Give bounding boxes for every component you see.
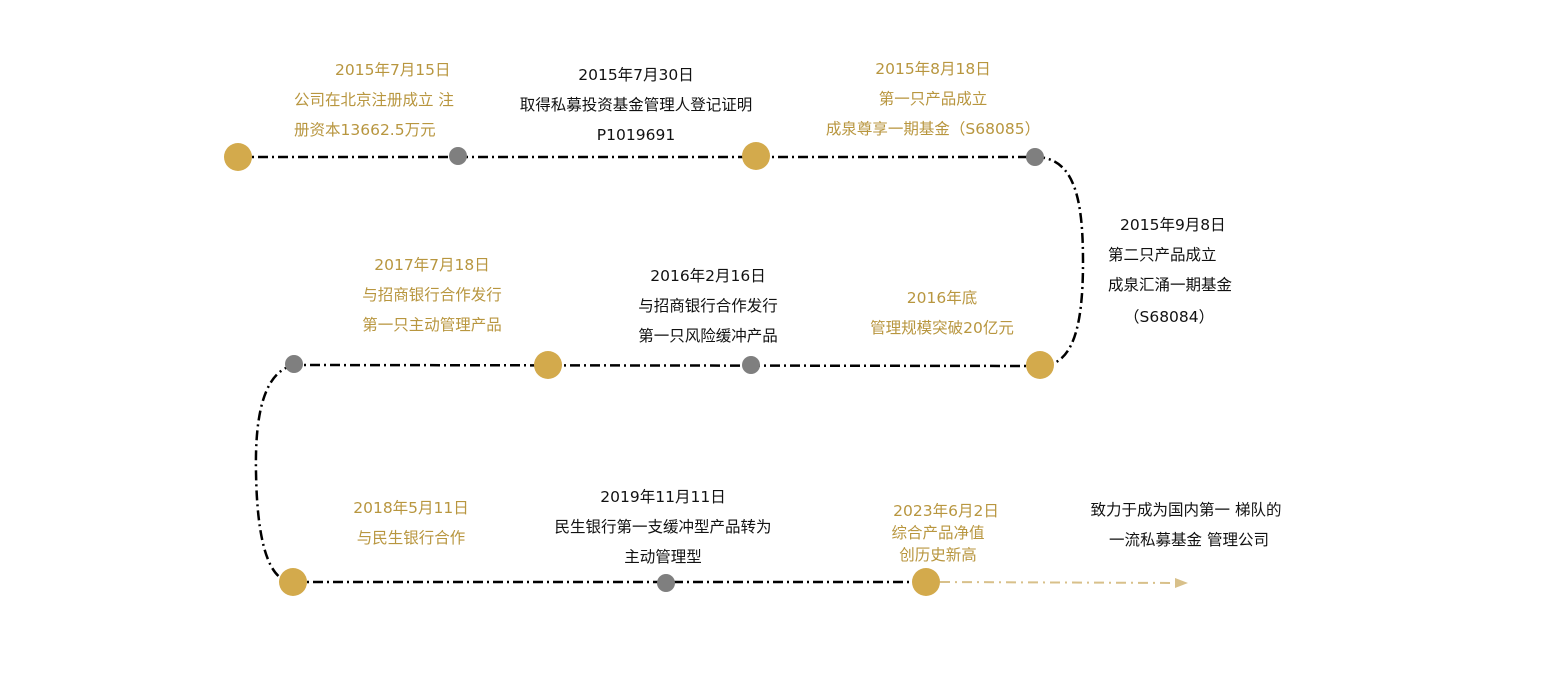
node-grey	[449, 147, 467, 165]
event-date: 2018年5月11日	[353, 499, 469, 517]
event-code: （S68084）	[1124, 308, 1215, 326]
event-2017-07-18: 2017年7月18日 与招商银行合作发行 第一只主动管理产品	[332, 250, 532, 340]
event-text: 创历史新高	[899, 546, 977, 564]
event-2018-05-11: 2018年5月11日 与民生银行合作	[316, 493, 506, 553]
node-grey	[742, 356, 760, 374]
event-date: 2015年7月30日	[578, 66, 694, 84]
event-date: 2017年7月18日	[374, 256, 490, 274]
event-text: 第一只主动管理产品	[362, 316, 502, 334]
event-text: 第一只风险缓冲产品	[638, 327, 778, 345]
event-2023-06-02: 2023年6月2日 综合产品净值 创历史新高	[858, 500, 1018, 566]
event-text: 第一只产品成立	[878, 90, 988, 108]
node-grey	[1026, 148, 1044, 166]
node-grey	[285, 355, 303, 373]
node-gold	[1026, 351, 1054, 379]
event-date: 2015年8月18日	[875, 60, 991, 78]
node-gold	[742, 142, 770, 170]
event-2019-11-11: 2019年11月11日 民生银行第一支缓冲型产品转为 主动管理型	[528, 482, 798, 572]
node-gold	[224, 143, 252, 171]
node-grey	[657, 574, 675, 592]
event-date: 2016年2月16日	[650, 267, 766, 285]
event-text: 综合产品净值	[891, 524, 985, 542]
event-date: 2019年11月11日	[600, 488, 726, 506]
future-arrow-line	[939, 581, 1181, 584]
event-text: 与招商银行合作发行	[638, 297, 778, 315]
event-text: 公司在北京注册成立 注	[294, 91, 454, 109]
event-text: 取得私募投资基金管理人登记证明	[519, 96, 753, 114]
event-text: 成泉尊享一期基金（S68085）	[825, 120, 1041, 138]
timeline-left-curve	[254, 363, 295, 584]
timeline-row2-line	[293, 363, 1041, 368]
event-date: 2015年9月8日	[1120, 216, 1226, 234]
future-arrow-head	[1175, 578, 1188, 588]
event-date: 2015年7月15日	[335, 61, 451, 79]
event-date: 2016年底	[906, 289, 978, 307]
node-gold	[912, 568, 940, 596]
node-gold	[534, 351, 562, 379]
event-text: P1019691	[596, 126, 676, 144]
event-text: 主动管理型	[624, 548, 702, 566]
event-2015-08-18: 2015年8月18日 第一只产品成立 成泉尊享一期基金（S68085）	[808, 54, 1058, 144]
event-2015-09-08: 2015年9月8日 第二只产品成立 成泉汇涌一期基金 （S68084）	[1108, 210, 1232, 332]
node-gold	[279, 568, 307, 596]
event-2015-07-30: 2015年7月30日 取得私募投资基金管理人登记证明 P1019691	[486, 60, 786, 150]
event-text: 与民生银行合作	[356, 529, 466, 547]
event-2016-end: 2016年底 管理规模突破20亿元	[842, 283, 1042, 343]
event-2016-02-16: 2016年2月16日 与招商银行合作发行 第一只风险缓冲产品	[603, 261, 813, 351]
goal-line: 致力于成为国内第一 梯队的	[1090, 501, 1282, 519]
event-2015-07-15: 2015年7月15日 公司在北京注册成立 注 册资本13662.5万元	[294, 55, 454, 145]
event-text: 册资本13662.5万元	[294, 121, 436, 139]
goal-line: 一流私募基金 管理公司	[1109, 531, 1269, 549]
event-text: 成泉汇涌一期基金	[1108, 276, 1233, 294]
event-date: 2023年6月2日	[893, 502, 999, 520]
event-text: 管理规模突破20亿元	[870, 319, 1014, 337]
timeline-right-curve	[1034, 155, 1085, 368]
goal-statement: 致力于成为国内第一 梯队的 一流私募基金 管理公司	[1066, 495, 1306, 555]
event-text: 第二只产品成立	[1108, 246, 1217, 264]
event-text: 民生银行第一支缓冲型产品转为	[554, 518, 772, 536]
event-text: 与招商银行合作发行	[362, 286, 502, 304]
